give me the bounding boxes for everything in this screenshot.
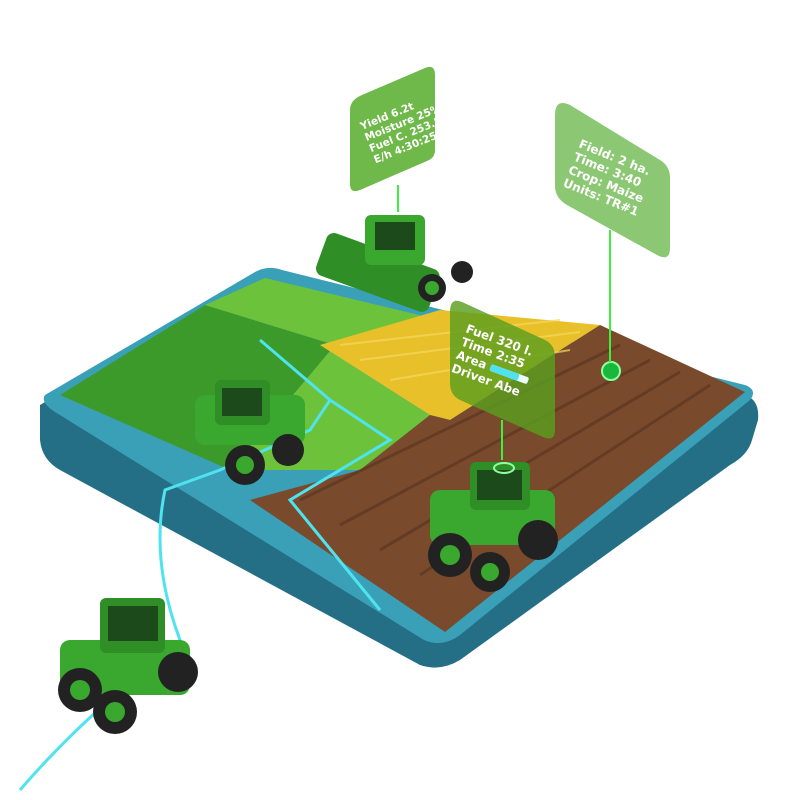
- sprayer-tractor-icon[interactable]: [195, 380, 305, 485]
- location-marker-icon[interactable]: [601, 361, 621, 381]
- area-progress-fill: [489, 364, 520, 381]
- harvester-stats-panel: Yield 6.2t Moisture 25% Fuel C. 253.5l E…: [350, 66, 447, 192]
- tractor-icon[interactable]: [58, 598, 198, 734]
- harvester-icon[interactable]: [314, 215, 473, 314]
- grass-field: [205, 278, 440, 470]
- tractor-icon[interactable]: [428, 462, 558, 592]
- field-info-panel: Field: 2 ha. Time: 3:40 Crop: Maize Unit…: [555, 102, 670, 258]
- tractor-stats-panel: Fuel 320 l. Time 2:35 Area Driver Abe: [450, 300, 555, 439]
- route-path: [18, 338, 393, 791]
